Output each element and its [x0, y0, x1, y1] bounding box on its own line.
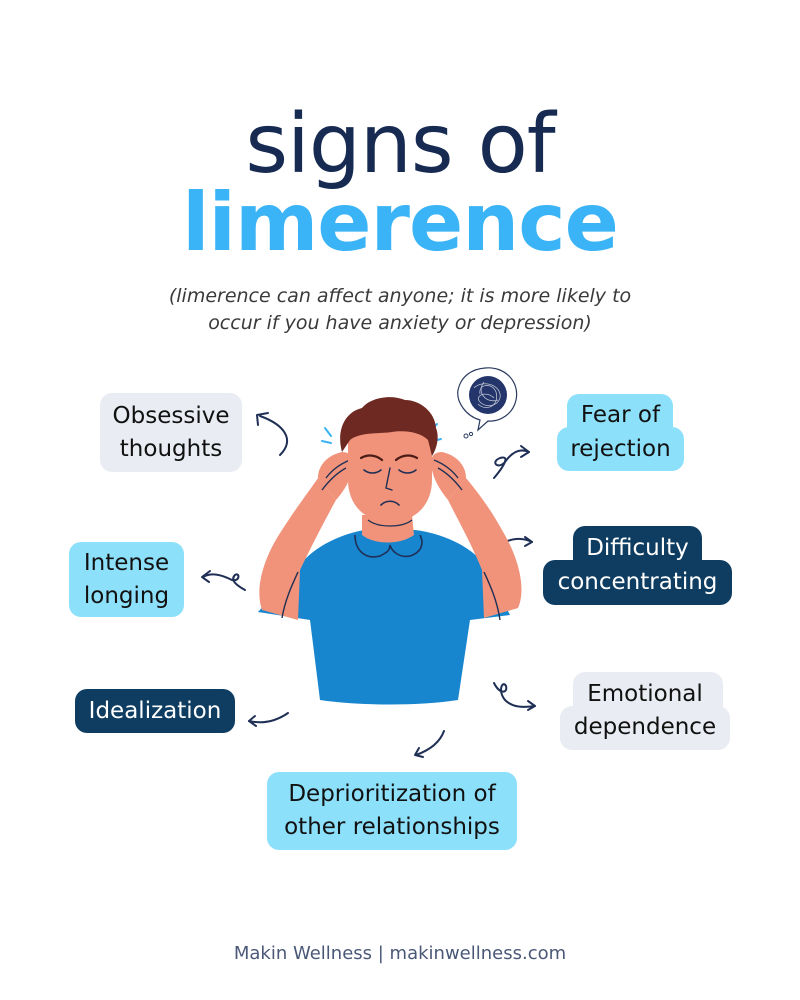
title-line-2: limerence	[182, 176, 619, 269]
tag-segment-bottom	[557, 427, 684, 471]
sign-label-line: longing	[83, 582, 170, 609]
sign-obsessive-thoughts: Obsessive thoughts	[100, 393, 242, 472]
sign-idealization: Idealization	[75, 689, 235, 733]
sign-label-line: thoughts	[119, 435, 223, 462]
sign-label-line: Emotional	[587, 681, 703, 707]
arrow-icon	[414, 730, 445, 758]
arrow-icon	[201, 570, 246, 591]
sign-label-line: Fear of	[580, 402, 661, 428]
sign-label-line: Idealization	[88, 697, 222, 724]
sign-label-line: Obsessive	[112, 402, 230, 429]
subtitle-line-1: (limerence can affect anyone; it is more…	[168, 285, 632, 307]
sign-intense-longing: Intense longing	[69, 542, 184, 617]
sign-label-line: rejection	[570, 436, 671, 462]
tag-segment-bottom	[560, 706, 730, 750]
tangled-thought-bubble-icon	[457, 367, 518, 439]
shirt	[258, 530, 510, 705]
hair	[340, 397, 438, 456]
subtitle-line-2: occur if you have anxiety or depression)	[208, 312, 592, 334]
arrow-icon	[256, 412, 289, 456]
sign-deprioritization: Deprioritization of other relationships	[267, 772, 517, 850]
subtitle: (limerence can affect anyone; it is more…	[0, 283, 800, 337]
title-line-1: signs of	[245, 97, 555, 192]
arrow-icon	[493, 682, 536, 711]
sign-label-line: Intense	[83, 549, 170, 576]
arrow-icon	[248, 712, 289, 727]
footer-credit: Makin Wellness | makinwellness.com	[233, 943, 567, 964]
sign-label-line: Difficulty	[586, 535, 689, 561]
sign-label-line: Deprioritization of	[288, 781, 496, 807]
sign-label-line: other relationships	[284, 814, 500, 840]
arrow-icon	[493, 445, 530, 479]
tag-segment-bottom	[543, 560, 732, 605]
sign-label-line: concentrating	[557, 569, 718, 595]
sign-label-line: dependence	[573, 714, 717, 740]
